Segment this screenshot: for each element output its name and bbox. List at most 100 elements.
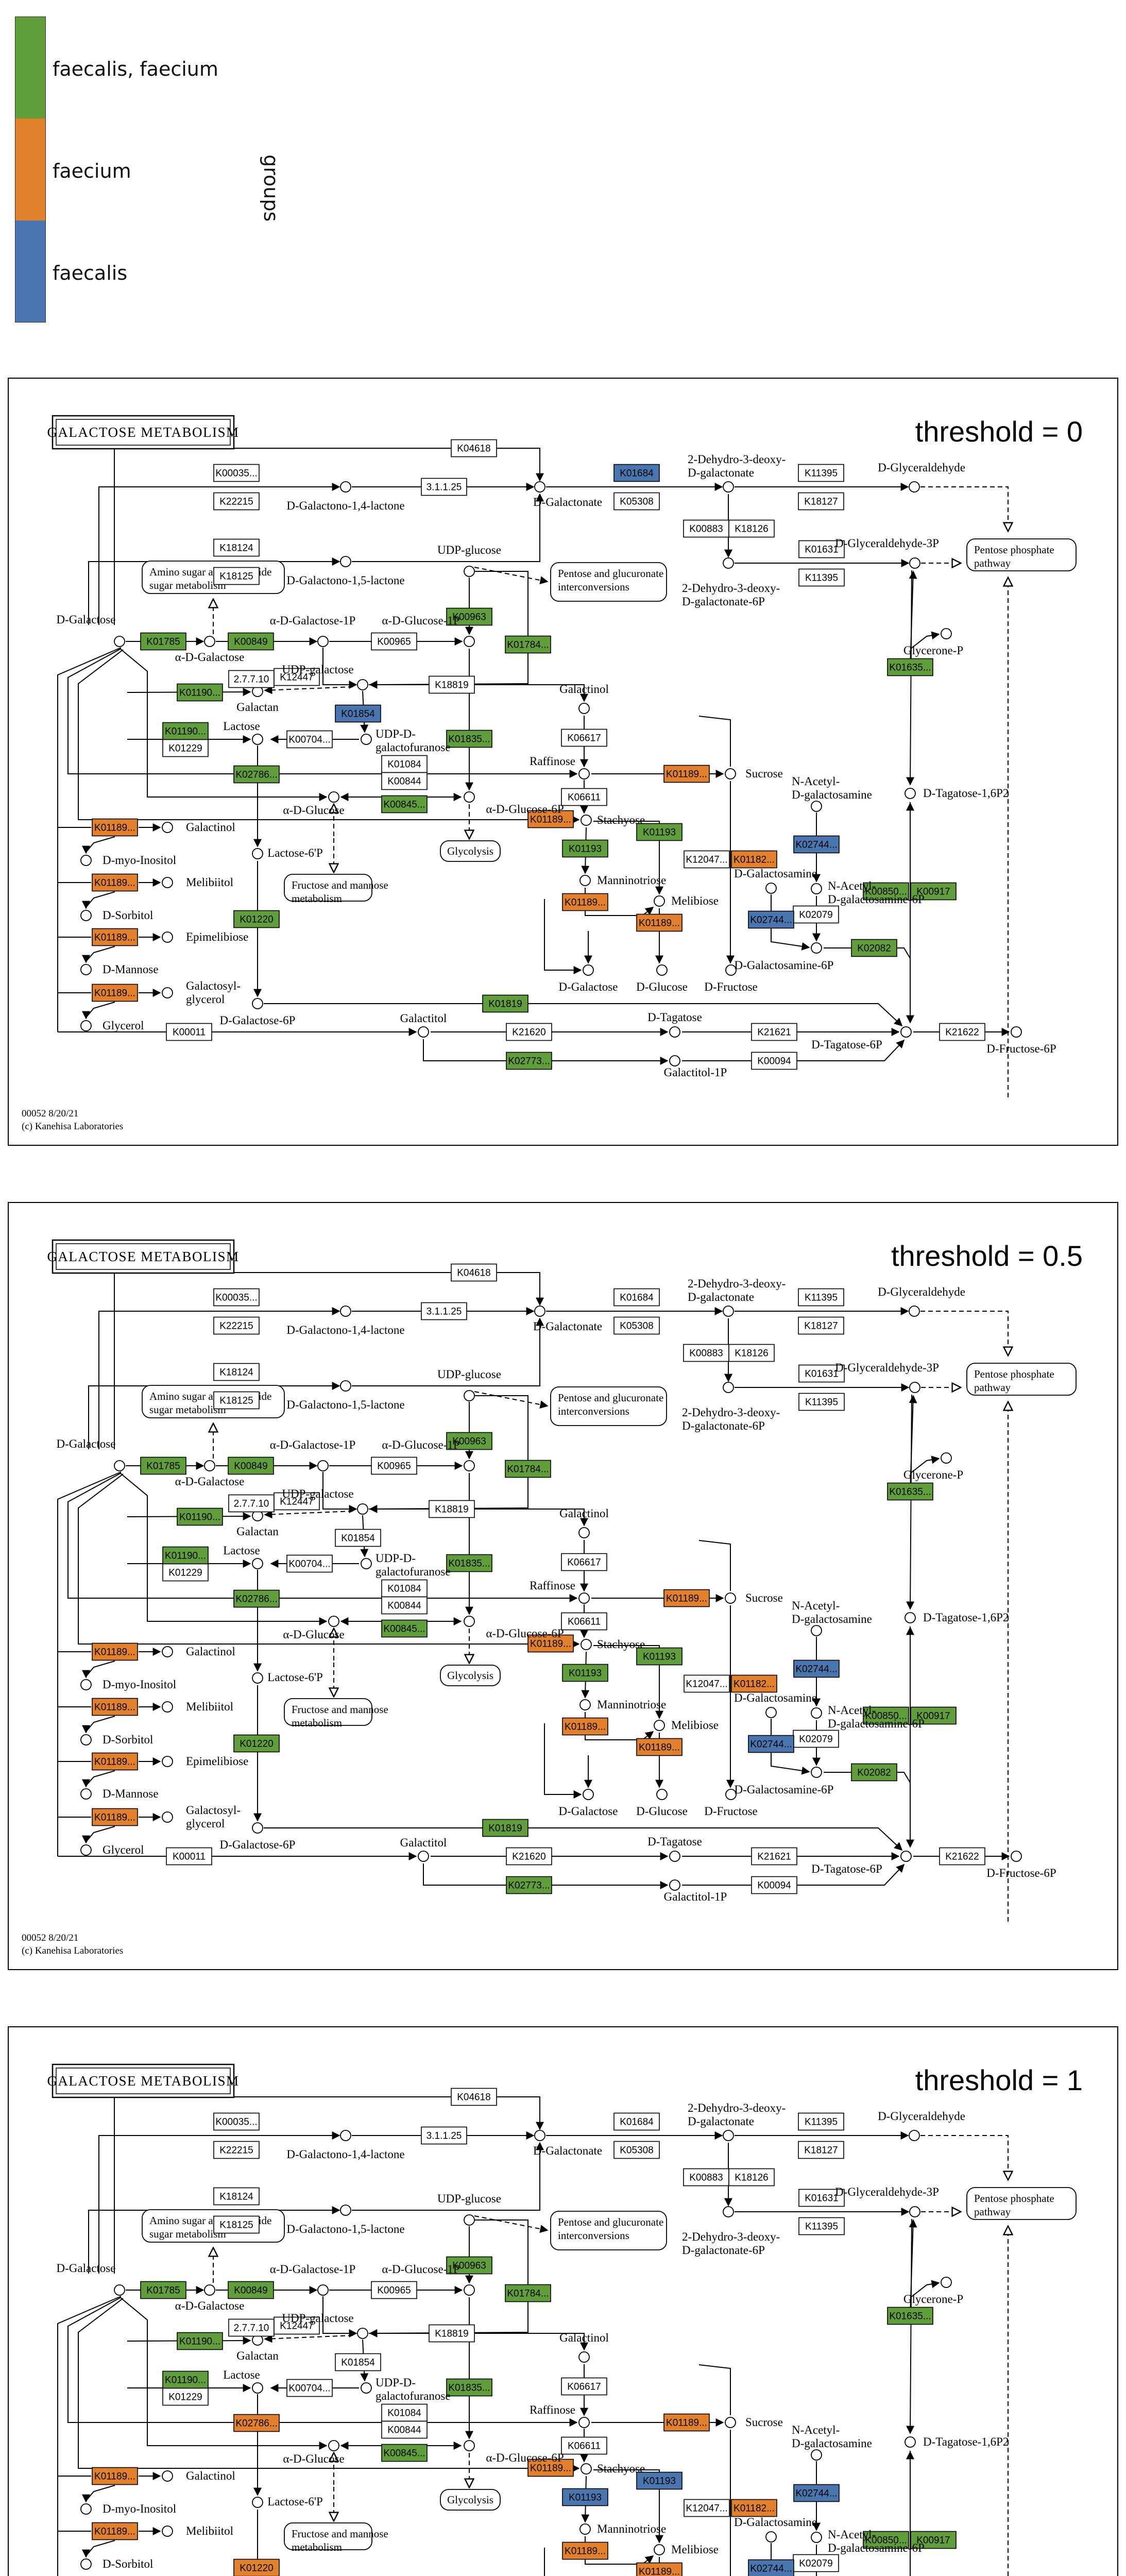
ko-box-K12047[interactable] [684, 1674, 730, 1693]
ko-box-K00850[interactable] [863, 1706, 909, 1725]
ko-box-K01182[interactable] [731, 1674, 777, 1693]
ko-box-K01189s[interactable] [663, 2413, 710, 2432]
compound-circle[interactable] [909, 557, 920, 569]
compound-circle[interactable] [252, 2497, 263, 2508]
compound-circle[interactable] [361, 734, 372, 745]
ko-box-K01189a[interactable] [92, 1642, 138, 1661]
compound-circle[interactable] [909, 1382, 920, 1393]
compound-circle[interactable] [578, 1527, 590, 1538]
ko-box-K18127[interactable] [798, 2141, 844, 2159]
compound-circle[interactable] [464, 636, 475, 647]
compound-circle[interactable] [252, 848, 263, 859]
compound-circle[interactable] [340, 2205, 351, 2216]
ko-box-K18819[interactable] [429, 2324, 475, 2343]
ko-box-K12447[interactable] [274, 2316, 320, 2335]
ko-box-K00965[interactable] [371, 1456, 417, 1475]
ko-box-K00850[interactable] [863, 882, 909, 901]
ko-box-K01684[interactable] [613, 2112, 660, 2131]
ko-box-K11395b[interactable] [798, 1393, 845, 1411]
compound-circle[interactable] [909, 2130, 920, 2141]
ko-box-K01190a[interactable] [177, 1507, 223, 1526]
ko-box-K01193l[interactable] [562, 1664, 608, 1682]
ko-box-K00035[interactable] [213, 2112, 260, 2131]
compound-circle[interactable] [654, 2544, 665, 2555]
ko-box-K00704[interactable] [286, 730, 333, 749]
ko-box-K01189a[interactable] [92, 818, 138, 837]
compound-circle[interactable] [578, 703, 590, 714]
ko-box-K01684[interactable] [613, 464, 660, 482]
ko-box-K21622[interactable] [939, 1023, 985, 1041]
compound-circle[interactable] [340, 2130, 351, 2141]
compound-circle[interactable] [811, 942, 822, 954]
ko-box-K01189d[interactable] [92, 984, 138, 1002]
ko-box-K12047[interactable] [684, 2499, 730, 2517]
ko-box-K00917[interactable] [910, 1706, 957, 1725]
ko-box-K01631[interactable] [798, 2189, 845, 2207]
ko-box-K05308[interactable] [613, 492, 660, 511]
ko-box-K01635[interactable] [887, 2307, 933, 2325]
ko-box-K01189c[interactable] [92, 1752, 138, 1771]
ko-box-EC27710[interactable] [228, 670, 275, 688]
ko-box-K01189st[interactable] [527, 1634, 574, 1653]
compound-circle[interactable] [328, 791, 339, 803]
ko-box-K01189s[interactable] [663, 765, 710, 783]
compound-circle[interactable] [162, 987, 173, 998]
ko-box-EC27710[interactable] [228, 2318, 275, 2337]
ko-box-K01189s[interactable] [663, 1589, 710, 1607]
compound-circle[interactable] [534, 2130, 545, 2141]
compound-circle[interactable] [317, 1460, 329, 1471]
compound-circle[interactable] [80, 964, 92, 975]
ko-box-K01189a[interactable] [92, 2467, 138, 2485]
compound-circle[interactable] [669, 1026, 680, 1038]
compound-circle[interactable] [900, 1026, 912, 1038]
ko-box-K02744l[interactable] [748, 910, 794, 929]
linked-pathway-box[interactable] [284, 2522, 372, 2550]
ko-box-K01189m[interactable] [562, 1717, 608, 1736]
ko-box-K00849[interactable] [228, 1456, 274, 1475]
ko-box-K00845[interactable] [381, 795, 428, 814]
ko-box-K01835b[interactable] [446, 1554, 492, 1572]
ko-box-EC27710[interactable] [228, 1494, 275, 1513]
compound-circle[interactable] [252, 1822, 263, 1834]
compound-circle[interactable] [725, 964, 737, 976]
compound-circle[interactable] [1011, 1026, 1022, 1038]
compound-circle[interactable] [80, 1679, 92, 1690]
compound-circle[interactable] [941, 2277, 952, 2288]
ko-box-K01220[interactable] [233, 910, 280, 928]
compound-circle[interactable] [811, 2449, 822, 2461]
compound-circle[interactable] [669, 1851, 680, 1862]
linked-pathway-box[interactable] [966, 2187, 1077, 2220]
ko-box-K01193l[interactable] [562, 2488, 608, 2506]
ko-box-K00917[interactable] [910, 2531, 957, 2549]
compound-circle[interactable] [162, 877, 173, 888]
ko-box-EC31125[interactable] [421, 1302, 467, 1320]
ko-box-K02773[interactable] [506, 1052, 552, 1070]
compound-circle[interactable] [669, 1879, 680, 1891]
compound-circle[interactable] [581, 2463, 592, 2475]
compound-circle[interactable] [811, 1707, 822, 1719]
ko-box-K06611[interactable] [561, 2436, 607, 2455]
ko-box-K01190b[interactable] [162, 2370, 209, 2389]
ko-box-K11395b[interactable] [798, 2217, 845, 2235]
ko-box-K18124[interactable] [213, 2187, 260, 2206]
ko-box-K18127[interactable] [798, 1316, 844, 1335]
compound-circle[interactable] [80, 1734, 92, 1745]
linked-pathway-box[interactable] [966, 1363, 1077, 1396]
ko-box-K00094[interactable] [751, 1052, 797, 1070]
compound-circle[interactable] [114, 2284, 125, 2296]
ko-box-K01819[interactable] [482, 994, 528, 1013]
compound-circle[interactable] [583, 1789, 594, 1800]
compound-circle[interactable] [578, 1592, 590, 1604]
ko-box-K01193l[interactable] [562, 839, 608, 858]
linked-pathway-box[interactable] [440, 1665, 501, 1686]
compound-circle[interactable] [579, 875, 591, 886]
ko-box-K01189m[interactable] [562, 2541, 608, 2560]
ko-box-K01854[interactable] [335, 704, 381, 723]
ko-box-K18124[interactable] [213, 1363, 260, 1381]
ko-box-K00094[interactable] [751, 1876, 797, 1894]
compound-circle[interactable] [765, 2531, 777, 2543]
compound-circle[interactable] [581, 1639, 592, 1650]
compound-circle[interactable] [464, 2214, 475, 2226]
linked-pathway-box[interactable] [966, 538, 1077, 571]
compound-circle[interactable] [162, 931, 173, 943]
